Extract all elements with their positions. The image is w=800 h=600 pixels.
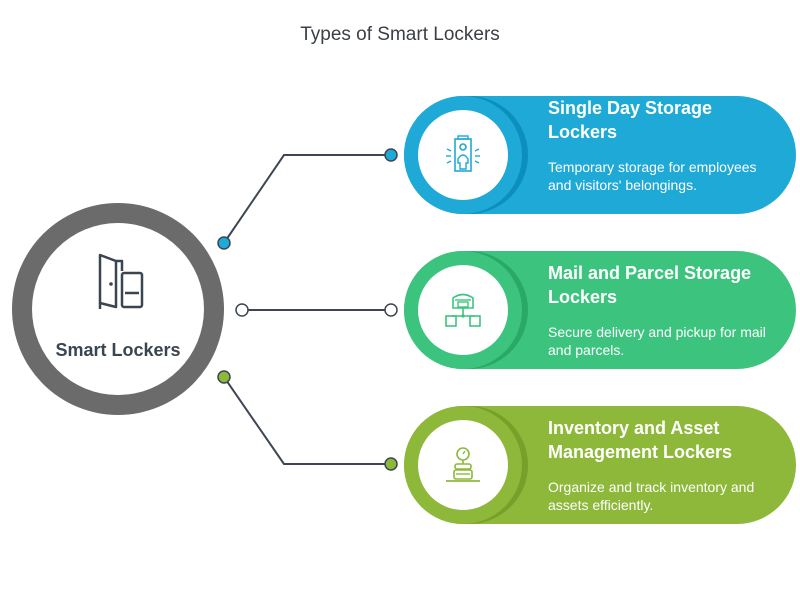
- type-title: Single Day Storage Lockers: [548, 98, 713, 142]
- hub-label: Smart Lockers: [55, 340, 181, 360]
- type-title: Mail and Parcel Storage Lockers: [548, 263, 752, 307]
- parcel-distribution-icon: [445, 293, 481, 327]
- hub-inner: Smart Lockers: [32, 223, 204, 395]
- connector-dot-inventory-start: [217, 370, 231, 384]
- type-card-single-day: Single Day Storage Lockers Temporary sto…: [404, 96, 796, 214]
- locker-door-icon: [98, 253, 144, 309]
- type-description: Secure delivery and pickup for mail and …: [548, 324, 766, 358]
- icon-ring: [404, 406, 522, 524]
- connector-dot-mail-start: [235, 303, 249, 317]
- connector-dot-mail-end: [384, 303, 398, 317]
- type-description: Organize and track inventory and assets …: [548, 479, 755, 513]
- connector-single-day: [223, 154, 391, 244]
- person-in-locker-icon: [446, 135, 480, 172]
- icon-ring: [404, 96, 522, 214]
- type-card-inventory: Inventory and Asset Management Lockers O…: [404, 406, 796, 524]
- type-title: Inventory and Asset Management Lockers: [548, 418, 733, 462]
- connector-inventory: [223, 376, 391, 465]
- connector-dot-single-day-end: [384, 148, 398, 162]
- inventory-scale-icon: [446, 447, 480, 482]
- icon-ring: [404, 251, 522, 369]
- connector-dot-single-day-start: [217, 236, 231, 250]
- diagram-title: Types of Smart Lockers: [300, 24, 500, 45]
- type-description: Temporary storage for employees and visi…: [548, 159, 757, 193]
- hub-circle: Smart Lockers: [12, 203, 224, 415]
- type-card-mail-parcel: Mail and Parcel Storage Lockers Secure d…: [404, 251, 796, 369]
- connector-dot-inventory-end: [384, 457, 398, 471]
